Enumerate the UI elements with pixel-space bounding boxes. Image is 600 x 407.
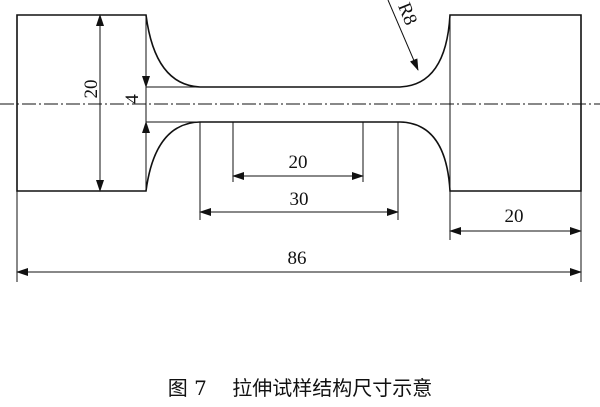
gauge-width-label: 4	[122, 94, 143, 104]
grip-length-label: 20	[505, 206, 524, 227]
specimen-drawing: 20 4 R8 20 30 20 86	[0, 0, 600, 282]
overall-length-label: 86	[288, 248, 307, 269]
gauge-mark-label: 20	[289, 152, 308, 173]
grip-width-label: 20	[81, 80, 102, 99]
figure-caption: 图 7 拉伸试样结构尺寸示意	[167, 376, 433, 400]
parallel-length-label: 30	[290, 189, 309, 210]
fillet-radius-leader	[387, 0, 419, 71]
fillet-radius-label: R8	[393, 0, 421, 28]
